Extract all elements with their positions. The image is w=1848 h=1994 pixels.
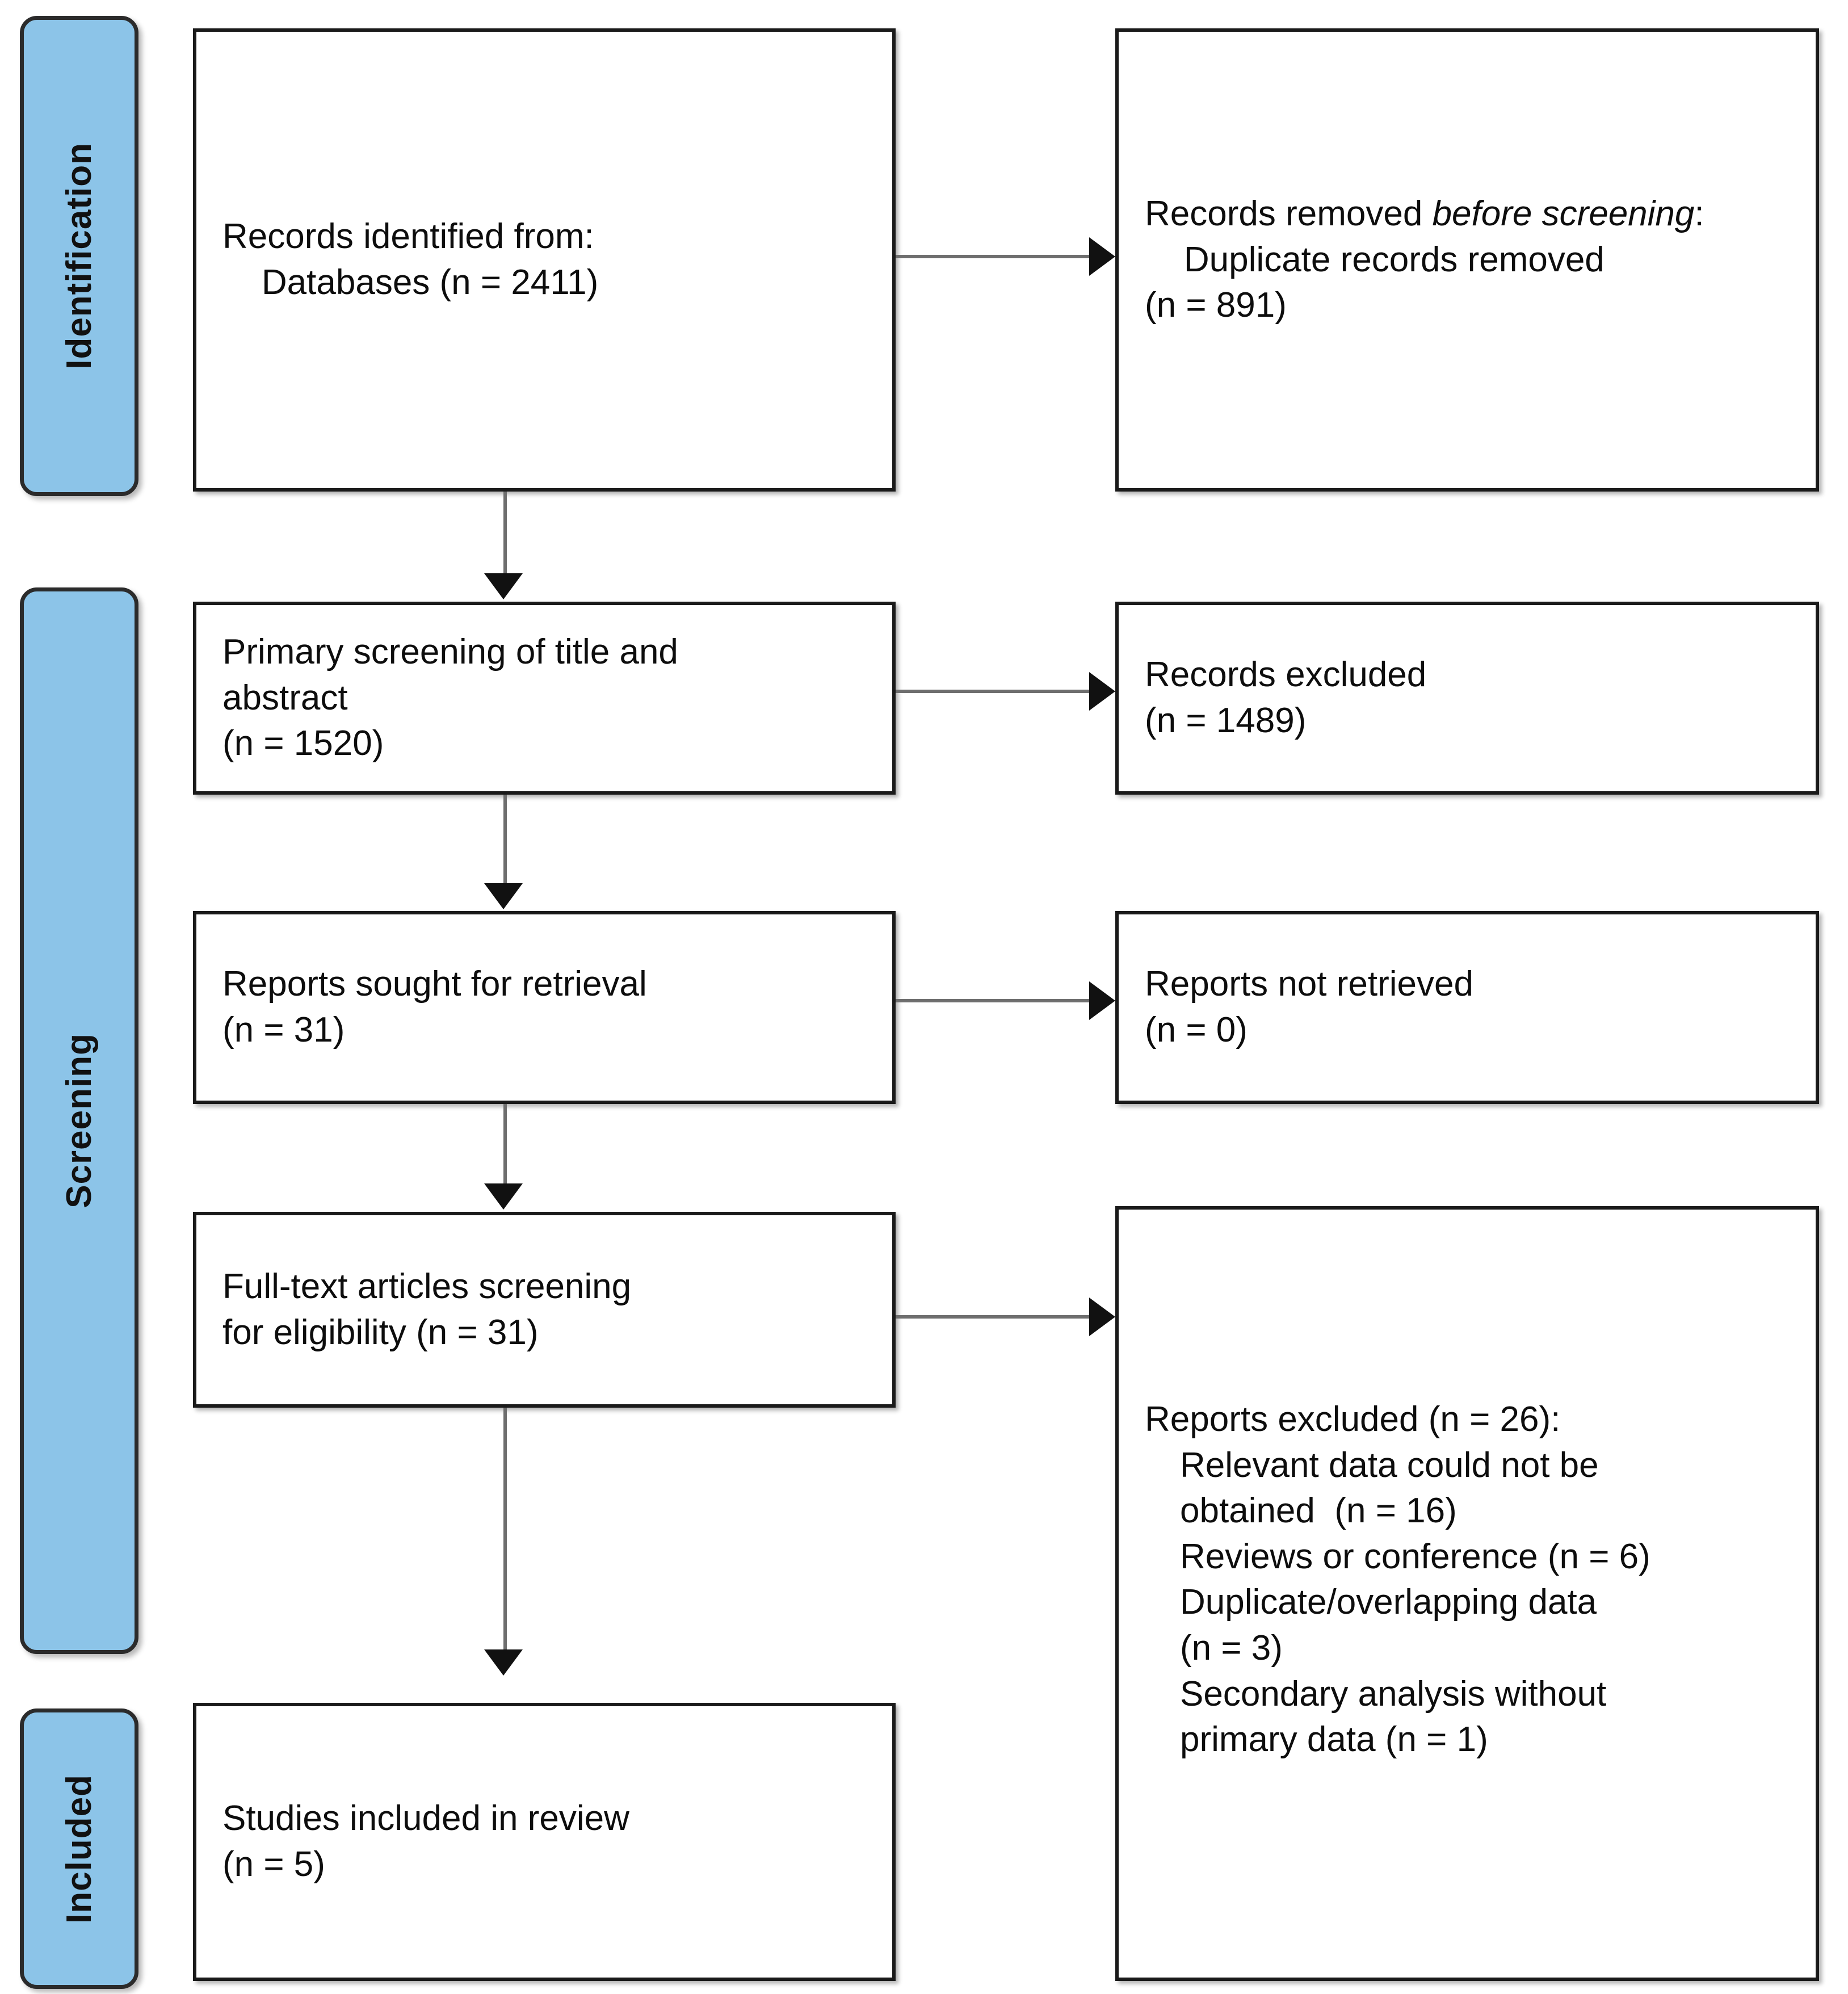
records-removed-line2: Duplicate records removed <box>1145 240 1605 279</box>
box-primary-screening: Primary screening of title and abstract (n… <box>193 602 896 795</box>
box-records-excluded: Records excluded (n = 1489) <box>1115 602 1819 795</box>
box-reports-not-retrieved: Reports not retrieved (n = 0) <box>1115 911 1819 1104</box>
reports-not-retrieved-line2: (n = 0) <box>1145 1010 1248 1050</box>
phase-bar-screening: Screening <box>20 587 138 1654</box>
box-records-excluded-text: Records excluded (n = 1489) <box>1119 652 1816 744</box>
reports-excluded-reason-3: Duplicate/overlapping data (n = 3) <box>1180 1582 1597 1668</box>
records-identified-line1: Records identified from: <box>222 217 594 257</box>
box-records-removed-text: Records removed before screening: Duplic… <box>1119 191 1816 329</box>
box-reports-not-retrieved-text: Reports not retrieved (n = 0) <box>1119 962 1816 1053</box>
connector-fulltext-to-reports-excluded <box>896 1315 1091 1319</box>
box-studies-included-text: Studies included in review (n = 5) <box>196 1796 892 1887</box>
reports-excluded-reason-1: Relevant data could not be obtained (n =… <box>1180 1445 1599 1531</box>
arrowhead-fulltext-to-included <box>484 1649 523 1676</box>
reports-excluded-heading: Reports excluded (n = 26): <box>1145 1400 1561 1439</box>
records-removed-suffix: : <box>1694 194 1704 234</box>
primary-screening-line1: Primary screening of title and <box>222 632 678 672</box>
connector-sought-to-fulltext <box>503 1104 507 1186</box>
box-reports-excluded: Reports excluded (n = 26): Relevant data … <box>1115 1206 1819 1981</box>
arrowhead-primary-to-excluded <box>1089 672 1115 711</box>
box-records-identified: Records identified from: Databases (n = … <box>193 28 896 492</box>
reports-excluded-reason-4: Secondary analysis without primary data … <box>1180 1674 1607 1760</box>
box-records-removed: Records removed before screening: Duplic… <box>1115 28 1819 492</box>
arrowhead-fulltext-to-reports-excluded <box>1089 1298 1115 1336</box>
fulltext-screening-line2: for eligibility (n = 31) <box>222 1312 539 1352</box>
fulltext-screening-line1: Full-text articles screening <box>222 1266 632 1306</box>
reports-sought-line1: Reports sought for retrieval <box>222 964 647 1004</box>
reports-not-retrieved-line1: Reports not retrieved <box>1145 964 1473 1004</box>
connector-primary-to-sought <box>503 795 507 885</box>
box-primary-screening-text: Primary screening of title and abstract (n… <box>196 629 892 767</box>
studies-included-line2: (n = 5) <box>222 1845 325 1884</box>
box-reports-excluded-text: Reports excluded (n = 26): Relevant data … <box>1119 1210 1816 1763</box>
primary-screening-line3: (n = 1520) <box>222 724 384 763</box>
studies-included-line1: Studies included in review <box>222 1799 629 1838</box>
records-removed-italic: before screening <box>1432 194 1695 234</box>
reports-sought-line2: (n = 31) <box>222 1010 345 1050</box>
phase-bar-identification: Identification <box>20 16 138 496</box>
connector-primary-to-excluded <box>896 690 1091 693</box>
records-excluded-line2: (n = 1489) <box>1145 701 1307 740</box>
records-removed-prefix: Records removed <box>1145 194 1433 234</box>
box-records-identified-text: Records identified from: Databases (n = … <box>196 214 892 305</box>
phase-bar-included: Included <box>20 1708 138 1989</box>
arrowhead-sought-to-not-retrieved <box>1089 981 1115 1020</box>
reports-excluded-reason-2: Reviews or conference (n = 6) <box>1180 1537 1650 1576</box>
box-reports-sought: Reports sought for retrieval (n = 31) <box>193 911 896 1104</box>
box-fulltext-screening-text: Full-text articles screening for eligibil… <box>196 1264 892 1355</box>
records-excluded-line1: Records excluded <box>1145 655 1427 695</box>
records-identified-line2: Databases (n = 2411) <box>222 263 599 302</box>
phase-label-screening: Screening <box>59 1033 99 1208</box>
records-removed-line3: (n = 891) <box>1145 286 1287 325</box>
connector-sought-to-not-retrieved <box>896 999 1091 1002</box>
phase-label-identification: Identification <box>59 142 99 370</box>
connector-identified-to-removed <box>896 255 1091 258</box>
connector-identified-to-primary <box>503 492 507 576</box>
arrowhead-identified-to-primary <box>484 573 523 599</box>
arrowhead-identified-to-removed <box>1089 237 1115 276</box>
arrowhead-sought-to-fulltext <box>484 1183 523 1210</box>
box-studies-included: Studies included in review (n = 5) <box>193 1703 896 1981</box>
connector-fulltext-to-included <box>503 1408 507 1652</box>
primary-screening-line2: abstract <box>222 678 348 717</box>
box-fulltext-screening: Full-text articles screening for eligibil… <box>193 1212 896 1408</box>
arrowhead-primary-to-sought <box>484 883 523 909</box>
box-reports-sought-text: Reports sought for retrieval (n = 31) <box>196 962 892 1053</box>
phase-label-included: Included <box>59 1774 99 1924</box>
